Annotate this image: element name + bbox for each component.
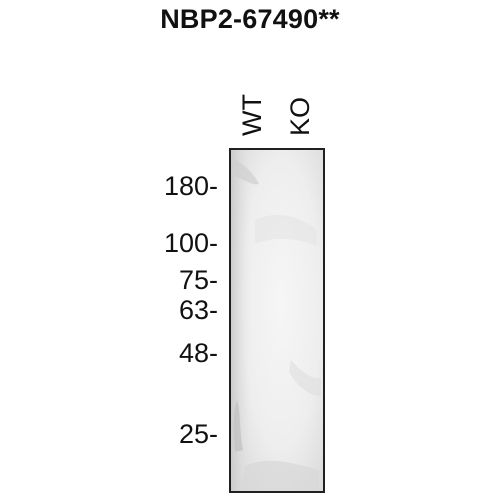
marker-48: 48-: [178, 338, 218, 368]
smear-mid: [255, 215, 317, 246]
lane-label-wt: WT: [237, 94, 267, 136]
smear-lower-right: [289, 360, 321, 396]
blot-title: NBP2-67490**: [160, 4, 340, 34]
marker-100: 100-: [163, 228, 218, 258]
marker-180: 180-: [163, 171, 218, 201]
lane-label-ko: KO: [285, 96, 315, 136]
streak-lower-left: [233, 400, 243, 452]
western-blot-membrane: [229, 148, 325, 493]
blot-image: [231, 150, 323, 491]
marker-63: 63-: [178, 295, 218, 325]
smear-top-left: [233, 158, 259, 185]
marker-25: 25-: [178, 419, 218, 449]
marker-75: 75-: [178, 265, 218, 295]
smear-bottom: [241, 460, 319, 491]
